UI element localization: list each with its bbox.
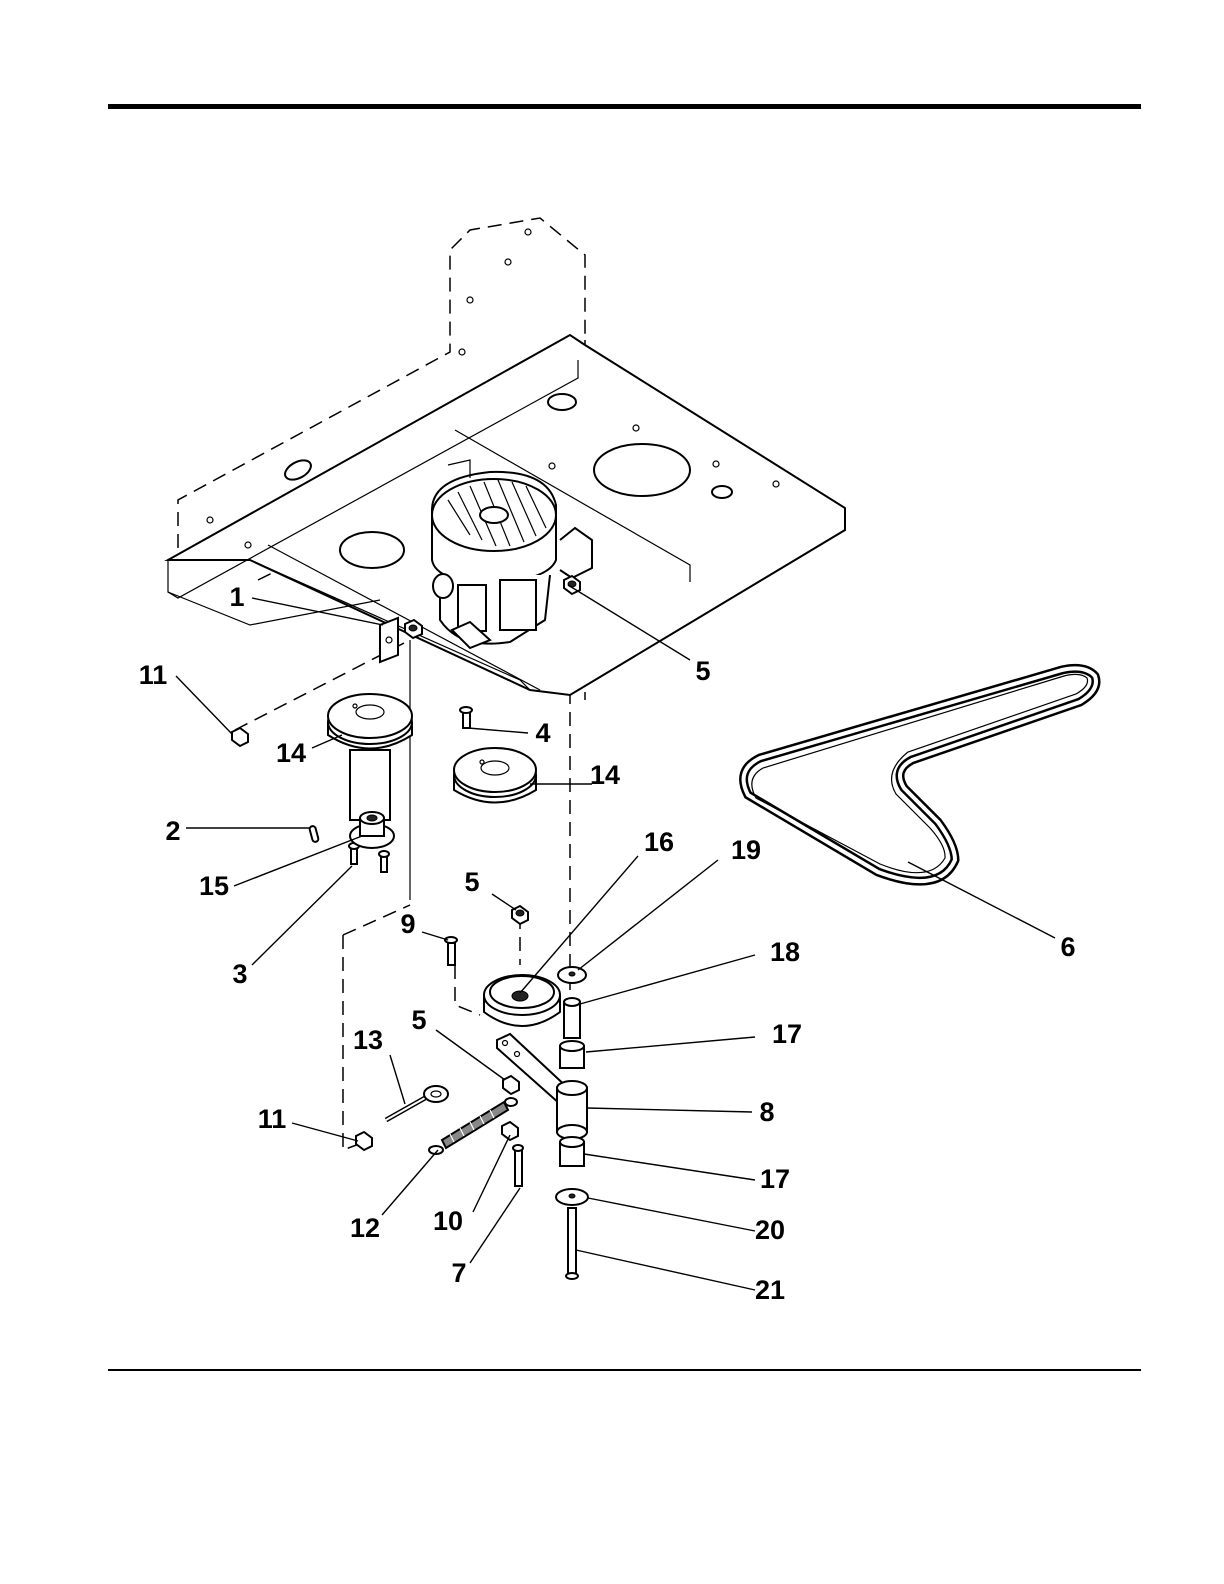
callout-labels: 1 2 3 4 5 5 5 6 7 8 9 10 11 11 12 13 14 … xyxy=(139,582,1076,1305)
callout-4: 4 xyxy=(535,718,550,748)
key xyxy=(309,825,319,842)
nut-arm-5 xyxy=(503,1076,519,1094)
callout-10: 10 xyxy=(433,1206,463,1236)
pulley-upper xyxy=(328,694,412,820)
callout-5-upper: 5 xyxy=(695,656,710,686)
callout-5-middle: 5 xyxy=(464,867,479,897)
callout-3: 3 xyxy=(232,959,247,989)
bolt-21 xyxy=(566,1208,578,1279)
bolt-3b xyxy=(379,851,389,872)
callout-11-lower: 11 xyxy=(258,1104,287,1134)
callout-17-lower: 17 xyxy=(760,1164,790,1194)
nut-lower-11 xyxy=(356,1132,372,1150)
callout-9: 9 xyxy=(400,909,415,939)
callout-18: 18 xyxy=(770,937,800,967)
callout-21: 21 xyxy=(755,1275,785,1305)
pulley-lower xyxy=(454,748,536,803)
callout-12: 12 xyxy=(350,1213,380,1243)
nut-left-11 xyxy=(232,728,248,746)
callout-17-upper: 17 xyxy=(772,1019,802,1049)
bushing-17b xyxy=(560,1137,584,1166)
callout-14-lower: 14 xyxy=(590,760,620,790)
idler-pulley xyxy=(484,975,560,1026)
callout-16: 16 xyxy=(644,827,674,857)
callout-15: 15 xyxy=(199,871,229,901)
callout-6: 6 xyxy=(1060,932,1075,962)
bolt-4 xyxy=(460,707,472,728)
callout-7: 7 xyxy=(451,1258,466,1288)
leader-lines xyxy=(176,585,1055,1290)
spacer-18 xyxy=(564,998,580,1038)
bushing-17a xyxy=(560,1041,584,1068)
callout-2: 2 xyxy=(165,816,180,846)
callout-19: 19 xyxy=(731,835,761,865)
washer-19 xyxy=(558,967,586,983)
callout-5-arm: 5 xyxy=(411,1005,426,1035)
bolt-7 xyxy=(513,1145,523,1186)
callout-14-upper: 14 xyxy=(276,738,306,768)
nut-10 xyxy=(502,1122,518,1140)
callout-8: 8 xyxy=(759,1097,774,1127)
eyebolt xyxy=(386,1086,448,1120)
callout-13: 13 xyxy=(353,1025,383,1055)
callout-11-upper: 11 xyxy=(139,660,168,690)
callout-20: 20 xyxy=(755,1215,785,1245)
bolt-3a xyxy=(349,843,359,864)
drive-belt xyxy=(744,668,1096,881)
washer-20 xyxy=(556,1189,588,1205)
bolt-9 xyxy=(445,937,457,965)
callout-1: 1 xyxy=(229,582,244,612)
